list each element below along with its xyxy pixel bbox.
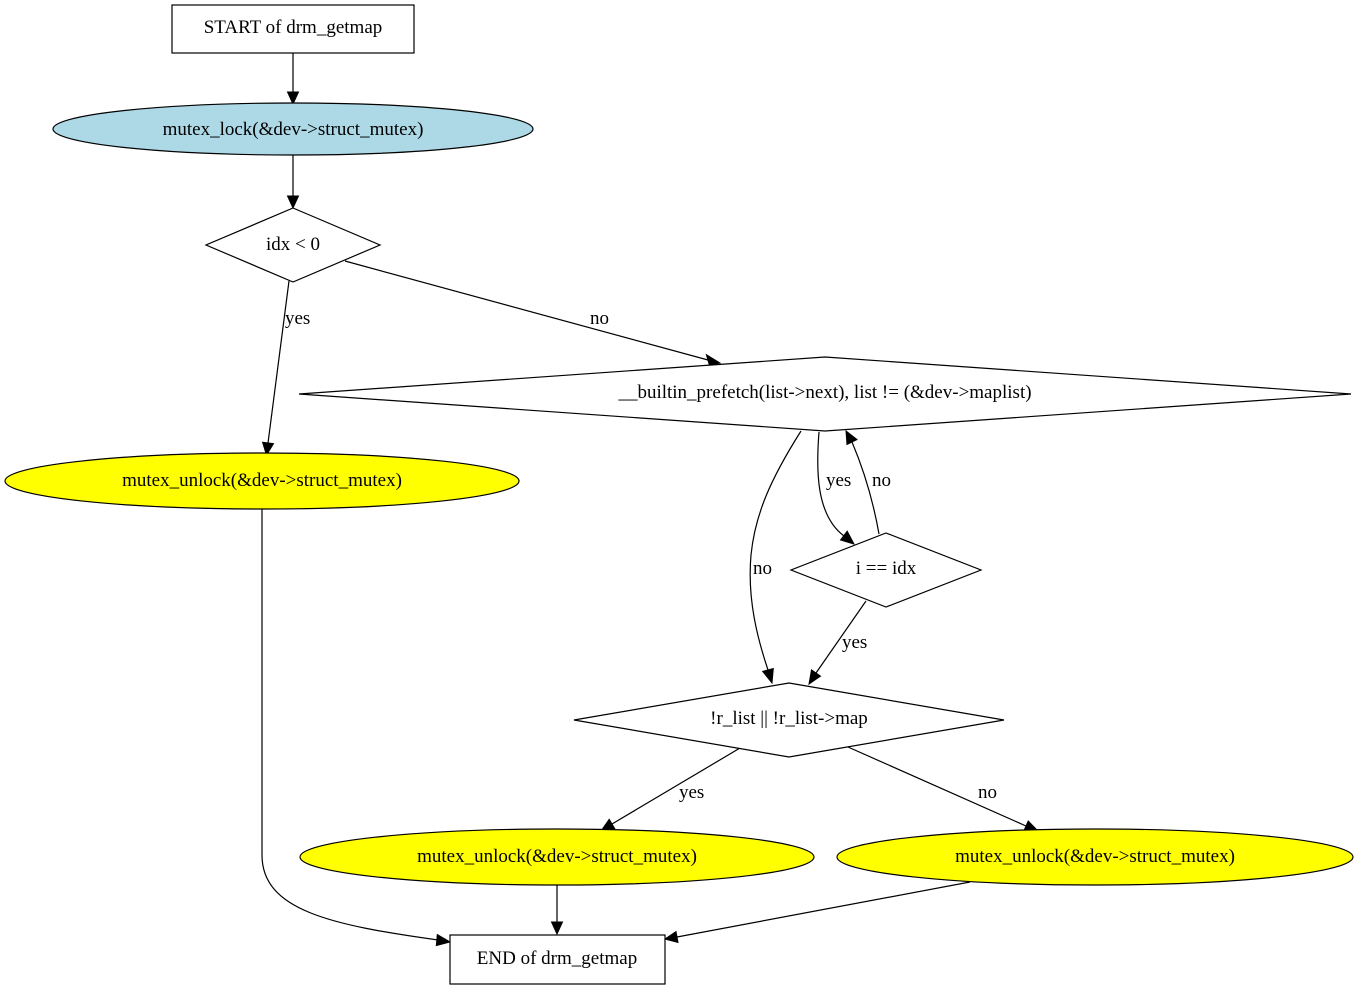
mutex-lock-label: mutex_lock(&dev->struct_mutex) bbox=[163, 119, 424, 140]
mutex-unlock-node-3: mutex_unlock(&dev->struct_mutex) bbox=[836, 828, 1354, 886]
edge-i-check-yes: yes bbox=[808, 600, 867, 686]
mutex-unlock-node-1: mutex_unlock(&dev->struct_mutex) bbox=[4, 452, 520, 510]
edge-prefetch-no: no bbox=[749, 430, 802, 685]
prefetch-check-node: __builtin_prefetch(list->next), list != … bbox=[298, 356, 1352, 432]
end-box bbox=[449, 934, 666, 985]
mutex-lock-node: mutex_lock(&dev->struct_mutex) bbox=[52, 102, 534, 156]
start-node: START of drm_getmap bbox=[171, 4, 415, 54]
edge-label-no: no bbox=[872, 470, 891, 491]
idx-check-label: idx < 0 bbox=[266, 234, 320, 255]
edge-label-yes: yes bbox=[679, 782, 704, 803]
mutex-unlock-label-2: mutex_unlock(&dev->struct_mutex) bbox=[417, 846, 697, 867]
edge-label-yes: yes bbox=[826, 470, 851, 491]
edge-label-no: no bbox=[978, 782, 997, 803]
edge-i-check-no: no bbox=[845, 429, 891, 535]
edge-prefetch-yes: yes bbox=[817, 431, 856, 545]
edge-label-no: no bbox=[753, 558, 772, 579]
end-node: END of drm_getmap bbox=[449, 934, 666, 985]
mutex-unlock-ellipse-1 bbox=[4, 452, 520, 510]
idx-check-diamond bbox=[204, 207, 382, 283]
end-label: END of drm_getmap bbox=[477, 948, 637, 969]
edge-unlock-2-to-end bbox=[550, 885, 564, 936]
nodes: START of drm_getmap mutex_lock(&dev->str… bbox=[4, 4, 1354, 985]
edge-unlock-1-to-end bbox=[261, 509, 452, 947]
edge-label-yes: yes bbox=[842, 632, 867, 653]
mutex-unlock-label-1: mutex_unlock(&dev->struct_mutex) bbox=[122, 470, 402, 491]
edge-unlock-3-to-end bbox=[663, 881, 971, 944]
rlist-check-diamond bbox=[573, 682, 1005, 758]
edge-start-to-lock bbox=[286, 53, 300, 106]
i-check-diamond bbox=[789, 532, 983, 608]
rlist-check-label: !r_list || !r_list->map bbox=[710, 708, 868, 729]
edge-rlist-yes: yes bbox=[599, 747, 741, 832]
edge-idx-check-yes: yes bbox=[261, 280, 310, 457]
idx-check-node: idx < 0 bbox=[204, 207, 382, 283]
i-check-label: i == idx bbox=[856, 558, 917, 579]
mutex-unlock-node-2: mutex_unlock(&dev->struct_mutex) bbox=[299, 828, 815, 886]
mutex-unlock-label-3: mutex_unlock(&dev->struct_mutex) bbox=[955, 846, 1235, 867]
edge-label-yes: yes bbox=[285, 308, 310, 329]
start-label: START of drm_getmap bbox=[204, 17, 383, 38]
mutex-unlock-ellipse-2 bbox=[299, 828, 815, 886]
prefetch-check-diamond bbox=[298, 356, 1352, 432]
edges: yes no yes no no yes bbox=[261, 53, 1041, 947]
edge-lock-to-idx-check bbox=[286, 155, 300, 210]
prefetch-check-label: __builtin_prefetch(list->next), list != … bbox=[617, 382, 1031, 403]
edge-rlist-no: no bbox=[847, 746, 1041, 833]
edge-idx-check-no: no bbox=[344, 260, 722, 366]
start-box bbox=[171, 4, 415, 54]
mutex-unlock-ellipse-3 bbox=[836, 828, 1354, 886]
i-check-node: i == idx bbox=[789, 532, 983, 608]
edge-label-no: no bbox=[590, 308, 609, 329]
mutex-lock-ellipse bbox=[52, 102, 534, 156]
rlist-check-node: !r_list || !r_list->map bbox=[573, 682, 1005, 758]
